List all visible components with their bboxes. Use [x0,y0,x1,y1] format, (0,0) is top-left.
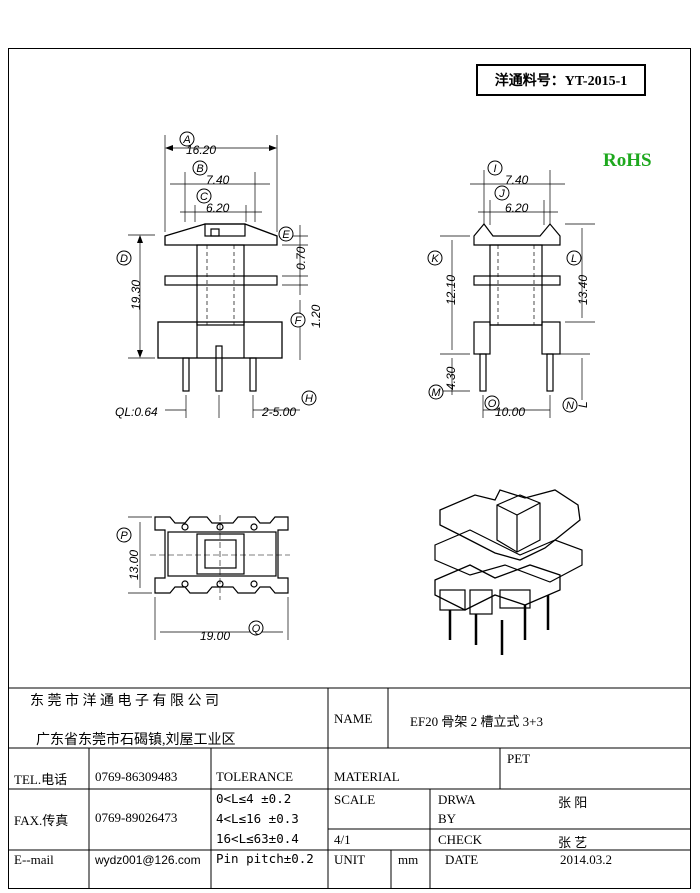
drawing-frame [8,48,691,889]
dim-a: 16.20 [186,143,216,157]
check-label: CHECK [438,832,483,847]
company-name: 东 莞 市 洋 通 电 子 有 限 公 司 [30,694,219,709]
marker-p: P [116,527,132,543]
marker-a: A [179,131,195,147]
marker-m: M [428,384,444,400]
marker-d: D [116,250,132,266]
marker-letter: H [305,393,313,405]
email-value: wydz001@126.com [95,853,201,867]
name-label: NAME [334,711,373,726]
unit-label: UNIT [334,852,366,867]
dim-i: 7.40 [505,173,529,187]
dim-l: 13.40 [576,275,590,305]
marker-letter: N [566,400,574,412]
dim-m: 4.30 [444,366,458,390]
marker-l: L [566,250,582,266]
marker-f: F [290,312,306,328]
scale-label: SCALE [334,792,376,807]
material-label: MATERIAL [334,769,400,784]
marker-k: K [427,250,443,266]
marker-letter: Q [252,623,261,635]
drawn-label-2: BY [438,811,457,826]
check-value: 张 艺 [558,835,588,850]
front-view [128,135,308,418]
marker-letter: E [282,229,290,241]
isometric-view [434,489,583,655]
marker-j: J [494,185,510,201]
marker-o: O [484,395,500,411]
rohs-mark: RoHS [603,150,652,171]
tolerance-row-3: 16<L≤63±0.4 [216,831,299,846]
material-value: PET [507,751,531,766]
marker-e: E [278,226,294,242]
marker-i: I [487,160,503,176]
tolerance-row-2: 4<L≤16 ±0.3 [216,811,299,826]
marker-h: H [301,390,317,406]
marker-c: C [196,188,212,204]
dim-f: 1.20 [309,304,323,328]
unit-value: mm [398,852,419,867]
dim-b: 7.40 [206,173,230,187]
dim-o: 10.00 [495,405,525,419]
tolerance-row-4: Pin pitch±0.2 [216,851,314,866]
marker-letter: O [488,398,497,410]
marker-letter: C [200,191,208,203]
company-address: 广东省东莞市石碣镇,刘屋工业区 [36,733,236,748]
marker-letter: J [498,188,505,200]
dim-pitch: 2-5.00 [261,405,296,419]
drawn-label-1: DRWA [438,792,476,807]
marker-letter: A [182,134,190,146]
dim-n-label: L [576,401,590,408]
marker-letter: I [493,163,496,175]
marker-letter: D [120,253,128,265]
marker-n: N [562,397,578,413]
tolerance-row-1: 0<L≤4 ±0.2 [216,791,292,806]
marker-letter: L [571,253,577,265]
dim-j: 6.20 [505,201,529,215]
side-view [440,170,595,418]
tolerance-label: TOLERANCE [216,769,294,784]
dim-c: 6.20 [206,201,230,215]
bottom-view [128,515,290,640]
dim-ql: QL:0.64 [115,405,158,419]
date-label: DATE [445,852,479,867]
marker-letter: P [120,530,128,542]
name-value: EF20 骨架 2 槽立式 3+3 [410,714,544,729]
part-number-box: 洋通料号：YT-2015-1 [476,64,646,96]
dim-e: 0.70 [294,246,308,270]
dim-k: 12.10 [444,275,458,305]
marker-letter: F [295,315,303,327]
tel-label: TEL.电话 [14,772,68,787]
dim-q: 19.00 [200,629,230,643]
dim-p: 13.00 [127,550,141,580]
marker-letter: K [431,253,439,265]
marker-q: Q [248,620,264,636]
marker-letter: M [431,387,441,399]
scale-value: 4/1 [334,832,351,847]
tel-value: 0769-86309483 [95,769,178,784]
marker-letter: B [196,163,203,175]
dim-d: 19.30 [129,280,143,310]
fax-value: 0769-89026473 [95,810,178,825]
date-value: 2014.03.2 [560,852,612,867]
email-label: E--mail [14,852,54,867]
drawn-by-value: 张 阳 [558,795,588,810]
marker-b: B [192,160,208,176]
fax-label: FAX.传真 [14,813,69,828]
